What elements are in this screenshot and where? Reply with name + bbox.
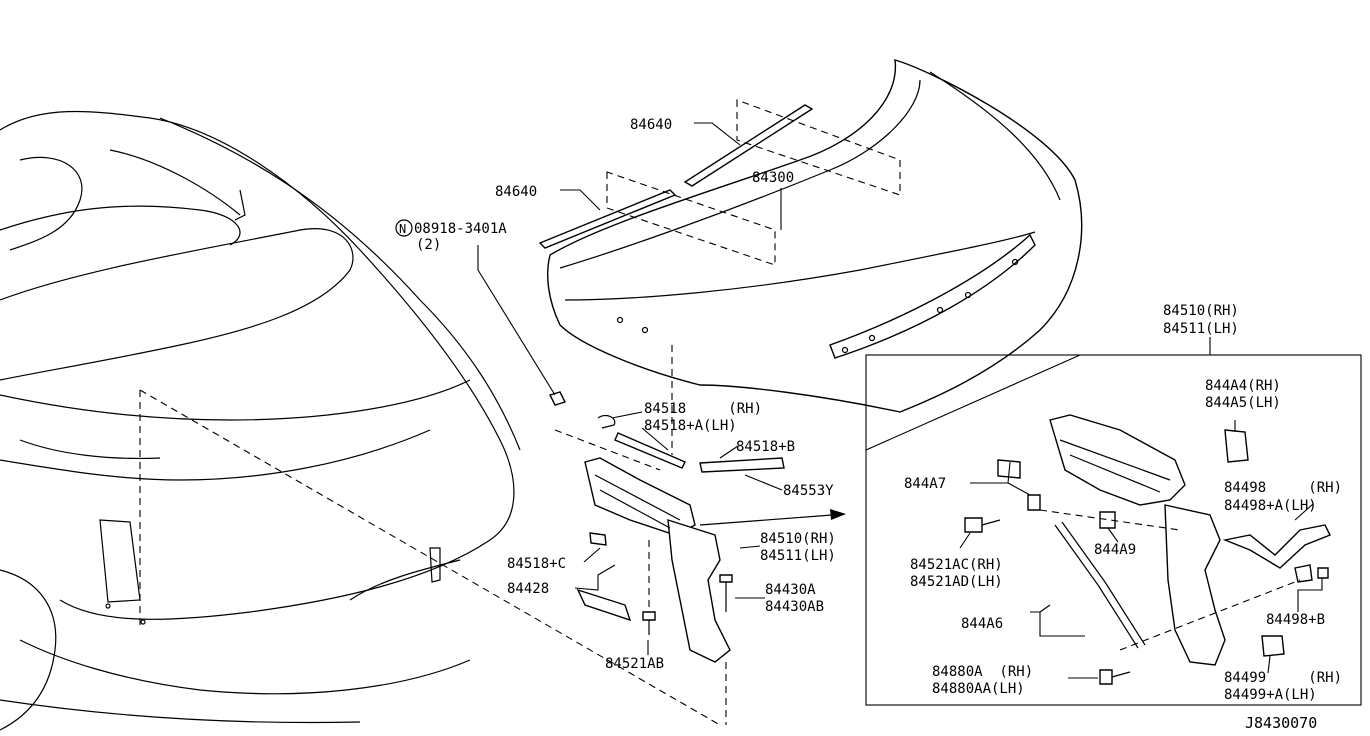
- label-84553y: 84553Y: [783, 483, 834, 499]
- nut-symbol-circle: [395, 219, 413, 237]
- label-84498-rh: 84498 (RH): [1224, 480, 1342, 496]
- label-84499-rh: 84499 (RH): [1224, 670, 1342, 686]
- diagram-code: J8430070: [1245, 714, 1317, 732]
- label-844a6: 844A6: [961, 616, 1003, 632]
- label-84518c: 84518+C: [507, 556, 566, 572]
- label-84521ab: 84521AB: [605, 656, 664, 672]
- label-84521ac-rh: 84521AC(RH): [910, 557, 1003, 573]
- detail-hinge-drawing: [964, 414, 1331, 685]
- label-844a7: 844A7: [904, 476, 946, 492]
- label-84518-rh: 84518 (RH): [644, 401, 762, 417]
- label-84428: 84428: [507, 581, 549, 597]
- label-box-84510-rh: 84510(RH): [1163, 303, 1239, 319]
- label-844a9: 844A9: [1094, 542, 1136, 558]
- nut-symbol: N: [399, 222, 406, 236]
- guide-84640-lower: [606, 171, 776, 266]
- label-nut-qty: (2): [416, 237, 441, 253]
- detail-guide-line: [1119, 579, 1301, 651]
- label-84498a-lh: 84498+A(LH): [1224, 498, 1317, 514]
- label-84518b: 84518+B: [736, 439, 795, 455]
- label-84499a-lh: 84499+A(LH): [1224, 687, 1317, 703]
- label-08918-3401a: 08918-3401A: [414, 221, 507, 237]
- label-844a4-rh: 844A4(RH): [1205, 378, 1281, 394]
- label-84498b: 84498+B: [1266, 612, 1325, 628]
- label-84880a-rh: 84880A (RH): [932, 664, 1033, 680]
- guide-line-b: [139, 389, 721, 726]
- label-84521ad-lh: 84521AD(LH): [910, 574, 1003, 590]
- label-84511-lh: 84511(LH): [760, 548, 836, 564]
- label-84510-rh: 84510(RH): [760, 531, 836, 547]
- label-84518a-lh: 84518+A(LH): [644, 418, 737, 434]
- guide-84640-upper: [736, 99, 901, 196]
- label-84430a: 84430A: [765, 582, 816, 598]
- label-84640-lower: 84640: [495, 184, 537, 200]
- detail-box-connector: [865, 354, 1081, 451]
- label-84880aa-lh: 84880AA(LH): [932, 681, 1025, 697]
- label-84640-upper: 84640: [630, 117, 672, 133]
- guide-line-d: [554, 429, 661, 471]
- leader-lines: [477, 122, 1323, 679]
- label-84430ab: 84430AB: [765, 599, 824, 615]
- detail-arrow: [699, 509, 846, 526]
- label-84300: 84300: [752, 170, 794, 186]
- label-844a5-lh: 844A5(LH): [1205, 395, 1281, 411]
- label-box-84511-lh: 84511(LH): [1163, 321, 1239, 337]
- trunk-lid-drawing: [547, 59, 1083, 413]
- detail-box-frame: [865, 354, 1362, 706]
- vehicle-body-drawing: [0, 110, 521, 731]
- hinge-assembly-drawing: [549, 391, 785, 663]
